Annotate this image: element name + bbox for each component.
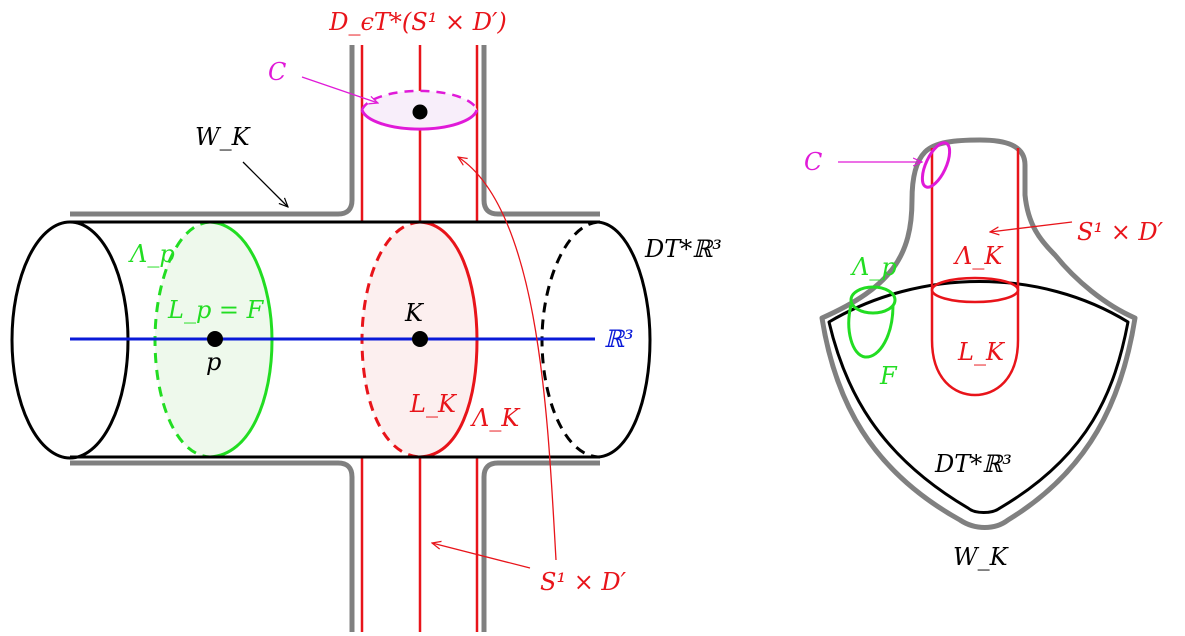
- arrow-WK: [242, 161, 288, 207]
- label-WK-right: W_K: [953, 543, 1010, 571]
- label-Lp-F: L_p = F: [167, 296, 265, 324]
- disk-C: [360, 89, 479, 131]
- tube-lines: [360, 45, 479, 632]
- label-F-right: F: [879, 362, 898, 390]
- label-Lambda-K-right: Λ_K: [953, 242, 1004, 270]
- label-DTR3-left: DT*ℝ³: [644, 235, 722, 263]
- right-figure: C S¹ × D′ Λ_p Λ_K L_K F DT*ℝ³ W_K: [804, 137, 1164, 571]
- disk-C-right: [920, 141, 952, 189]
- left-figure: D_ϵT*(S¹ × D′) C W_K DT*ℝ³ Λ_p L_p = F K…: [10, 8, 722, 632]
- arrow-S1D-curve: [458, 157, 557, 561]
- label-DTR3-right: DT*ℝ³: [934, 450, 1012, 478]
- label-C-left: C: [268, 58, 286, 86]
- arrow-C: [301, 76, 378, 103]
- point-K: [412, 331, 428, 347]
- point-p: [207, 331, 223, 347]
- disk-F-right: [847, 285, 897, 359]
- tube-right: [930, 148, 1020, 397]
- arrow-S1D-right: [990, 221, 1073, 232]
- label-K: K: [404, 299, 425, 327]
- label-R3: ℝ³: [604, 325, 634, 353]
- label-Lambda-p-right: Λ_p: [850, 253, 897, 281]
- dt-region-boundary: [827, 280, 1130, 514]
- label-S1D-left: S¹ × D′: [540, 568, 627, 596]
- label-C-right: C: [804, 148, 822, 176]
- wk-outer-boundary: [819, 137, 1138, 530]
- label-Lambda-K-left: Λ_K: [470, 404, 521, 432]
- label-p: p: [206, 348, 221, 376]
- arrow-S1D-straight: [432, 543, 531, 569]
- label-LK-left: L_K: [409, 390, 458, 418]
- label-top-DeT: D_ϵT*(S¹ × D′): [328, 8, 507, 36]
- label-Lambda-p-left: Λ_p: [128, 240, 175, 268]
- label-WK-left: W_K: [195, 123, 252, 151]
- wk-boundary: [70, 45, 600, 632]
- label-LK-right: L_K: [957, 338, 1006, 366]
- label-S1D-right: S¹ × D′: [1077, 218, 1164, 246]
